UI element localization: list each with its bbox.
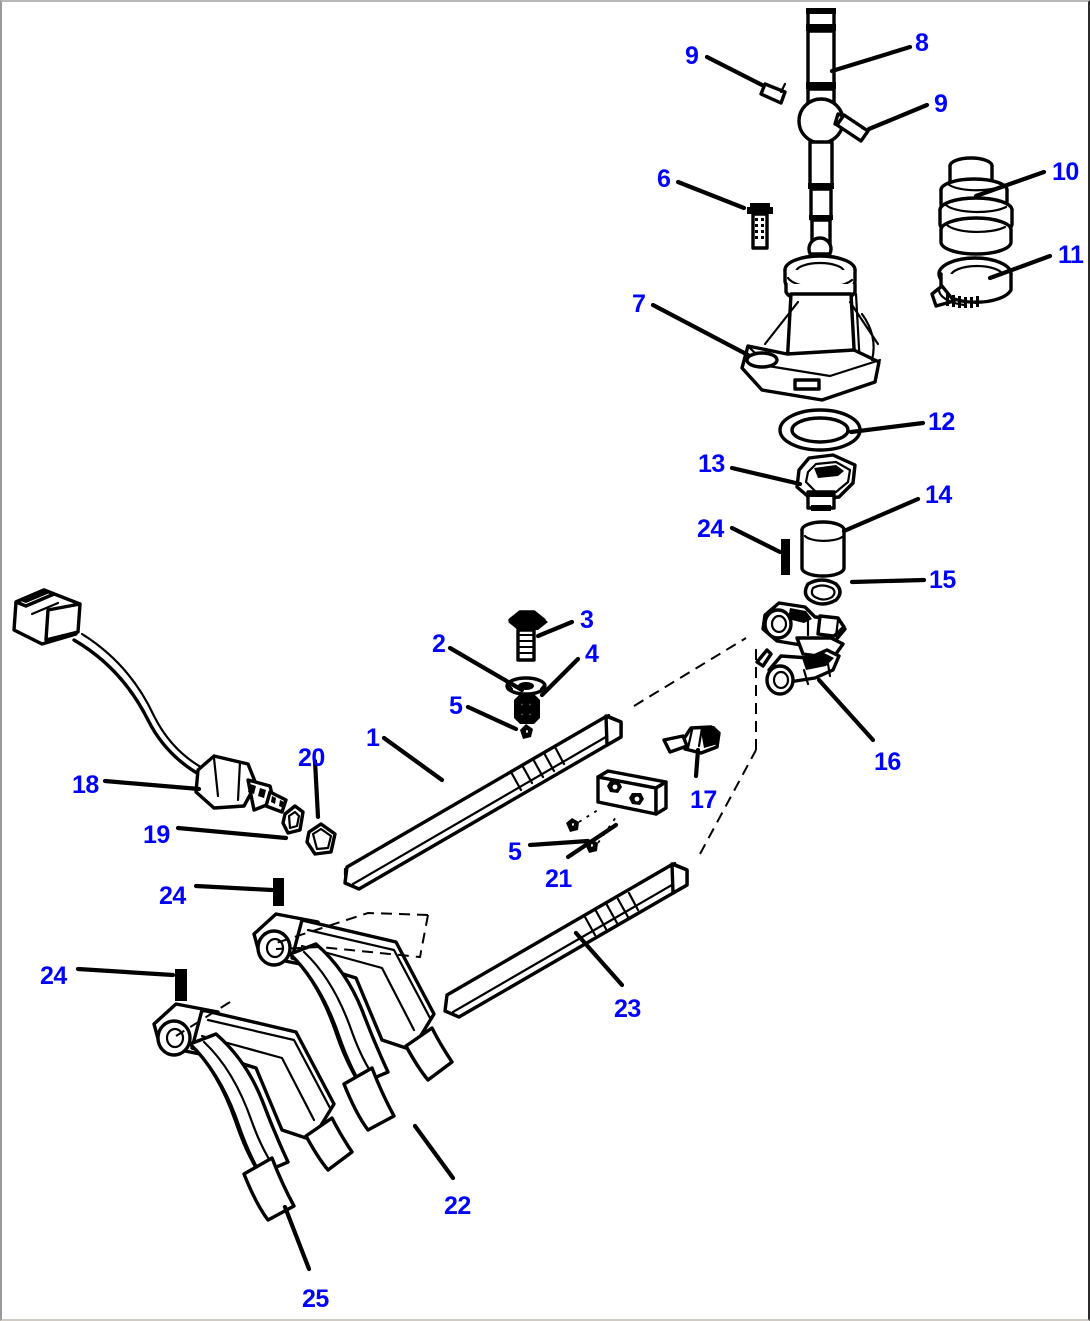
callout-label-6: 6 <box>657 165 671 193</box>
part-17-interlock-bolt <box>662 725 721 755</box>
callout-label-10: 10 <box>1052 158 1079 186</box>
callout-label-18: 18 <box>72 771 99 799</box>
callout-label-12: 12 <box>928 408 955 436</box>
callout-label-13: 13 <box>698 450 725 478</box>
part-18-neutral-switch-harness <box>12 588 288 814</box>
part-3-bolt <box>508 610 548 662</box>
part-24-roll-pin-upper <box>273 878 284 906</box>
callout-label-1: 1 <box>366 724 380 752</box>
callout-label-22: 22 <box>444 1192 471 1220</box>
part-10-dust-boot <box>938 156 1014 256</box>
part-14-bushing <box>800 520 846 578</box>
callout-label-14: 14 <box>925 481 952 509</box>
callout-label-25: 25 <box>302 1285 329 1313</box>
part-25-shift-fork-front <box>152 1001 354 1222</box>
callout-label-15: 15 <box>929 566 956 594</box>
part-16-shift-block-bracket <box>755 601 847 696</box>
callout-label-4: 4 <box>585 640 599 668</box>
part-11-clamp <box>930 256 1013 308</box>
part-20-plunger <box>305 822 337 856</box>
part-24-roll-pin-finger <box>781 539 790 575</box>
part-24-roll-pin-lower <box>175 969 187 1001</box>
callout-label-20: 20 <box>298 744 325 772</box>
callout-label-24c: 24 <box>697 515 724 543</box>
callout-label-19: 19 <box>143 821 170 849</box>
callout-label-11: 11 <box>1058 241 1084 269</box>
callout-label-16: 16 <box>874 748 901 776</box>
part-1-shift-rail-upper <box>343 637 747 891</box>
callout-label-5a: 5 <box>449 692 463 720</box>
callout-label-5b: 5 <box>508 838 522 866</box>
part-23-shift-rail-lower <box>443 644 757 1019</box>
part-22-shift-fork-rear <box>252 911 454 1132</box>
part-9-pin-right <box>835 113 870 143</box>
callout-label-9b: 9 <box>934 90 948 118</box>
callout-label-8: 8 <box>915 29 929 57</box>
callout-label-7: 7 <box>632 290 646 318</box>
part-12-o-ring <box>778 408 862 452</box>
callout-label-21: 21 <box>545 865 572 893</box>
callout-label-17: 17 <box>690 786 717 814</box>
callout-label-3: 3 <box>580 606 594 634</box>
leader-lines <box>75 44 1053 1272</box>
part-19-seal <box>281 804 305 835</box>
part-6-bolt <box>747 203 773 250</box>
part-5-detent-ball-upper <box>520 724 533 739</box>
part-2-washer <box>505 676 547 696</box>
part-13-shift-finger <box>795 453 857 511</box>
callout-label-9a: 9 <box>685 42 699 70</box>
callout-label-24b: 24 <box>40 962 67 990</box>
part-7-shift-lever-housing <box>740 254 882 402</box>
part-4-detent-plug <box>514 694 540 724</box>
callout-label-23: 23 <box>614 995 641 1023</box>
part-9-pin-left <box>759 82 787 105</box>
part-8-gear-shift-lever <box>797 8 852 264</box>
callout-label-24a: 24 <box>159 882 186 910</box>
callout-label-2: 2 <box>432 630 446 658</box>
part-21-interlock-plate <box>596 769 668 816</box>
part-15-snap-ring <box>803 578 842 606</box>
